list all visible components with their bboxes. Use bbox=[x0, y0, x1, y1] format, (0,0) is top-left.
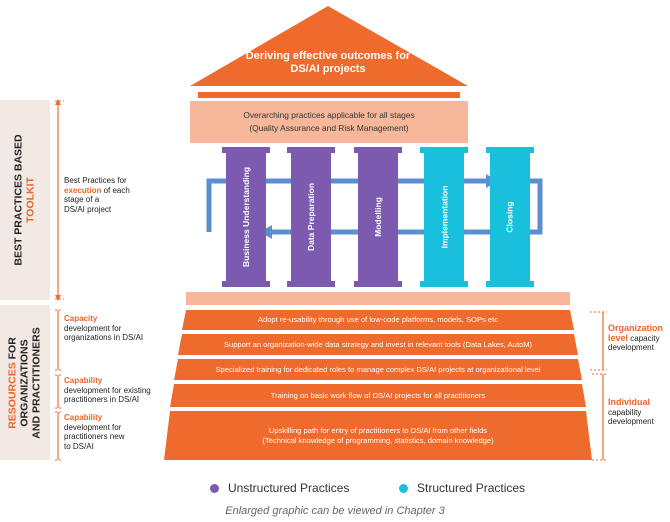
pillar-cap bbox=[486, 147, 534, 153]
pillar-cap bbox=[222, 147, 270, 153]
cyan-dot-icon bbox=[399, 483, 408, 493]
note-line2: execution of each bbox=[64, 186, 174, 196]
tier-text: Adopt re-usability through use of low-co… bbox=[257, 315, 499, 324]
tier-5 bbox=[164, 411, 592, 460]
caption: Enlarged graphic can be viewed in Chapte… bbox=[0, 505, 670, 517]
roof-band bbox=[198, 92, 460, 98]
base-slab bbox=[186, 292, 570, 305]
tier-2 bbox=[178, 334, 578, 355]
pillar-label-text: Data Preparation bbox=[306, 182, 316, 252]
left-note-line: practitioners in DS/AI bbox=[64, 395, 140, 404]
legend-unstructured-label: Unstructured Practices bbox=[228, 481, 350, 495]
right-note-rest: capacity bbox=[628, 333, 660, 343]
left-note-line: development for existing bbox=[64, 385, 151, 395]
left-note-title: Capability bbox=[64, 413, 103, 422]
right-note-line: development bbox=[608, 343, 654, 352]
left-note-line: practitioners new bbox=[64, 432, 125, 441]
best-practices-note: Best Practices for execution of each sta… bbox=[64, 176, 174, 214]
note-highlight: execution bbox=[64, 185, 102, 195]
roof-title: Deriving effective outcomes for DS/AI pr… bbox=[230, 50, 426, 76]
pillar-label-implementation: Implementation bbox=[433, 153, 455, 281]
right-note-line: capability bbox=[608, 407, 642, 417]
right-note-organization: Organization level capacity development bbox=[608, 323, 670, 353]
left-brackets bbox=[55, 100, 64, 461]
tier-text: Specialized training for dedicated roles… bbox=[215, 364, 541, 374]
pillar-implementation bbox=[424, 153, 464, 281]
purple-dot-icon bbox=[210, 483, 219, 493]
legend-unstructured: Unstructured Practices bbox=[210, 481, 349, 495]
pillar-base bbox=[420, 281, 468, 287]
right-note-line: level capacity bbox=[608, 332, 670, 344]
tier-5-line1: Upskilling path for entry of practitione… bbox=[268, 425, 488, 435]
arrow-down bbox=[55, 295, 61, 301]
left-note-capability-new: Capability development for practitioners… bbox=[64, 413, 174, 451]
right-note-individual: Individual capability development bbox=[608, 397, 670, 427]
tier-2-text: Support an organization-wide data strate… bbox=[182, 334, 574, 355]
tier-3-text: Specialized training for dedicated roles… bbox=[178, 359, 578, 380]
pillar-base bbox=[486, 281, 534, 287]
beam-line2: (Quality Assurance and Risk Management) bbox=[249, 123, 409, 133]
left-note-capacity: Capacity development for organizations i… bbox=[64, 314, 174, 343]
pillar-closing bbox=[490, 153, 530, 281]
tier-1-text: Adopt re-usability through use of low-co… bbox=[186, 310, 570, 330]
pillar-base bbox=[222, 281, 270, 287]
tier-4 bbox=[170, 384, 586, 407]
pillar-label-modelling: Modelling bbox=[367, 153, 389, 281]
legend-structured: Structured Practices bbox=[399, 481, 525, 495]
legend-structured-label: Structured Practices bbox=[417, 481, 526, 495]
left-note-line: to DS/AI bbox=[64, 441, 94, 451]
right-note-title: Individual bbox=[608, 397, 651, 407]
beam-text: Overarching practices applicable for all… bbox=[190, 109, 468, 135]
pillar-cap bbox=[287, 147, 335, 153]
pillar-label-data-preparation: Data Preparation bbox=[300, 153, 322, 281]
tier-text: Support an organization-wide data strate… bbox=[223, 339, 533, 349]
left-panel-toolkit bbox=[0, 100, 50, 300]
right-note-level: level bbox=[608, 332, 629, 343]
left-panel-resources bbox=[0, 305, 50, 460]
left-note-line: development for bbox=[64, 422, 122, 432]
beam-line1: Overarching practices applicable for all… bbox=[243, 110, 415, 120]
pillar-business-understanding bbox=[226, 153, 266, 281]
left-note-title: Capacity bbox=[64, 314, 98, 323]
note-line4: DS/AI project bbox=[64, 204, 112, 214]
right-note-line: development bbox=[608, 417, 654, 426]
left-note-line: organizations in DS/AI bbox=[64, 333, 144, 342]
pillar-base bbox=[354, 281, 402, 287]
tier-text: Training on basic work flow of DS/AI pro… bbox=[270, 390, 486, 400]
pillar-label-text: Business Understanding bbox=[241, 166, 252, 268]
overarching-beam bbox=[190, 101, 468, 143]
right-brackets bbox=[590, 311, 607, 461]
right-note-title: Organization bbox=[608, 323, 664, 333]
note-line3: stage of a bbox=[64, 195, 100, 204]
pillars bbox=[222, 147, 534, 287]
tier-5-line2: (Technical knowledge of programming, sta… bbox=[262, 435, 494, 445]
roof-title-line2: DS/AI projects bbox=[290, 63, 366, 75]
caption-text: Enlarged graphic can be viewed in Chapte… bbox=[225, 505, 445, 517]
pillar-label-text: Implementation bbox=[439, 185, 449, 249]
left-note-line: development for bbox=[64, 323, 122, 333]
pillar-label-closing: Closing bbox=[499, 153, 521, 281]
tier-5-text: Upskilling path for entry of practitione… bbox=[170, 411, 586, 460]
pillar-label-text: Closing bbox=[505, 201, 516, 233]
pillar-cap bbox=[354, 147, 402, 153]
roof bbox=[190, 6, 468, 86]
note-line1: Best Practices for bbox=[64, 176, 127, 185]
tier-4-text: Training on basic work flow of DS/AI pro… bbox=[174, 384, 582, 407]
pillar-modelling bbox=[358, 153, 398, 281]
pillar-cap bbox=[420, 147, 468, 153]
roof-title-line1: Deriving effective outcomes for bbox=[245, 50, 411, 62]
pillar-data-preparation bbox=[291, 153, 331, 281]
tier-1 bbox=[182, 310, 574, 330]
pillar-label-business-understanding: Business Understanding bbox=[235, 153, 257, 281]
note-post1: of each bbox=[101, 185, 130, 195]
arrow-up bbox=[55, 99, 61, 105]
left-note-title: Capability bbox=[64, 376, 103, 385]
pillar-label-text: Modelling bbox=[373, 197, 384, 237]
tier-3 bbox=[174, 359, 582, 380]
pillar-base bbox=[287, 281, 335, 287]
left-note-capability-existing: Capability development for existing prac… bbox=[64, 376, 179, 405]
